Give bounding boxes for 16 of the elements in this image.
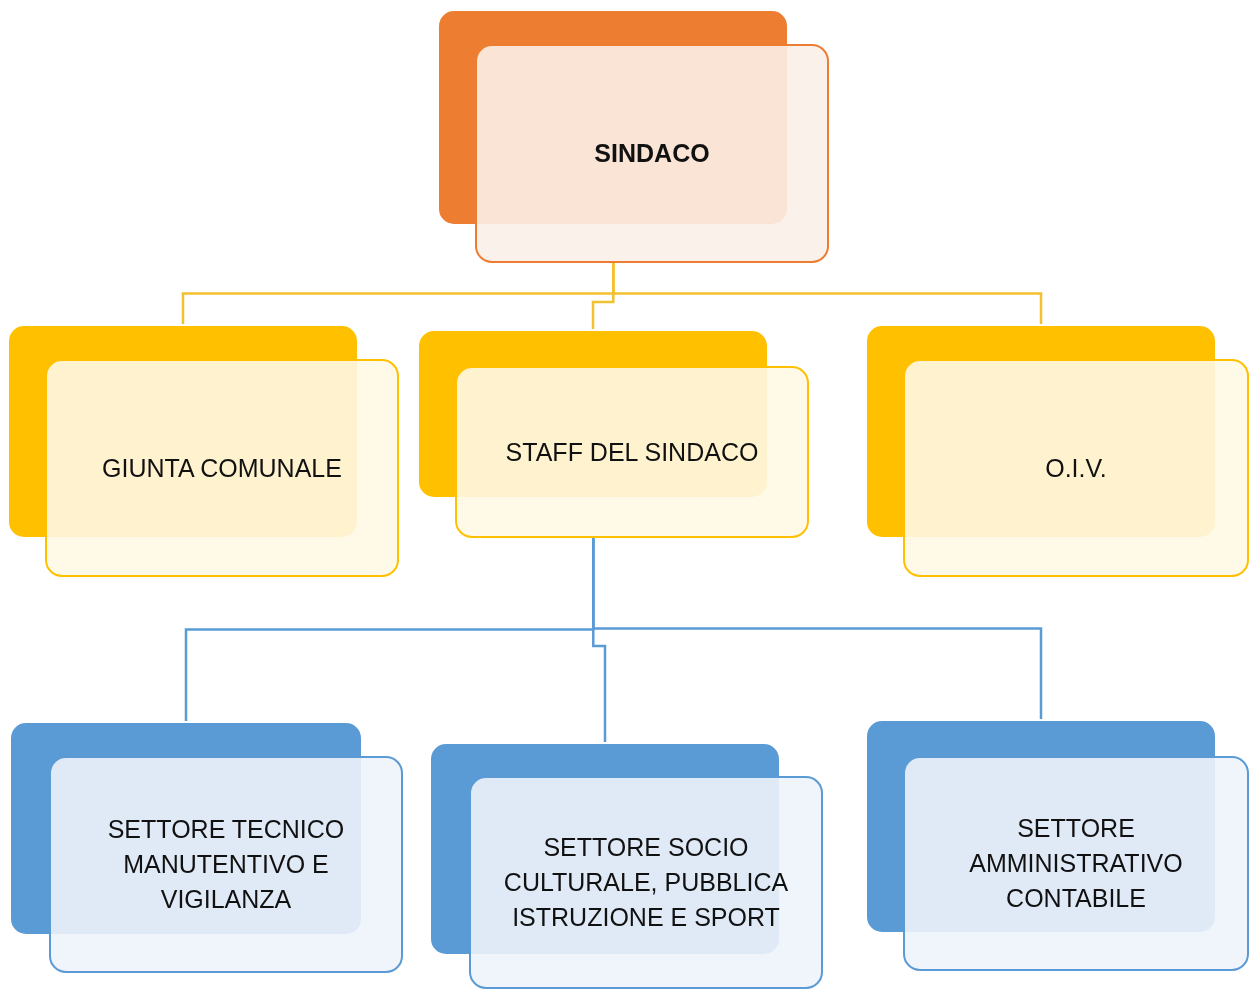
- org-chart-box: [418, 330, 808, 537]
- box-label: SETTORE SOCIO CULTURALE, PUBBLICA ISTRUZIONE E SPORT: [502, 832, 790, 933]
- box-label: SETTORE AMMINISTRATIVO CONTABILE: [968, 813, 1184, 914]
- org-chart-box: [866, 720, 1248, 970]
- box-label: SINDACO: [594, 138, 710, 169]
- org-chart-box: [10, 722, 402, 972]
- connector-line: [612, 262, 1043, 325]
- org-chart-box: [866, 325, 1248, 576]
- connector-line: [592, 537, 1043, 720]
- box-label: STAFF DEL SINDACO: [505, 436, 759, 468]
- box-label: O.I.V.: [1045, 452, 1107, 484]
- org-chart-box: [8, 325, 398, 576]
- box-label: SETTORE TECNICO MANUTENTIVO E VIGILANZA: [106, 814, 346, 915]
- org-chart-box: [430, 743, 822, 988]
- box-label: GIUNTA COMUNALE: [102, 452, 342, 484]
- org-chart-box: [438, 10, 828, 262]
